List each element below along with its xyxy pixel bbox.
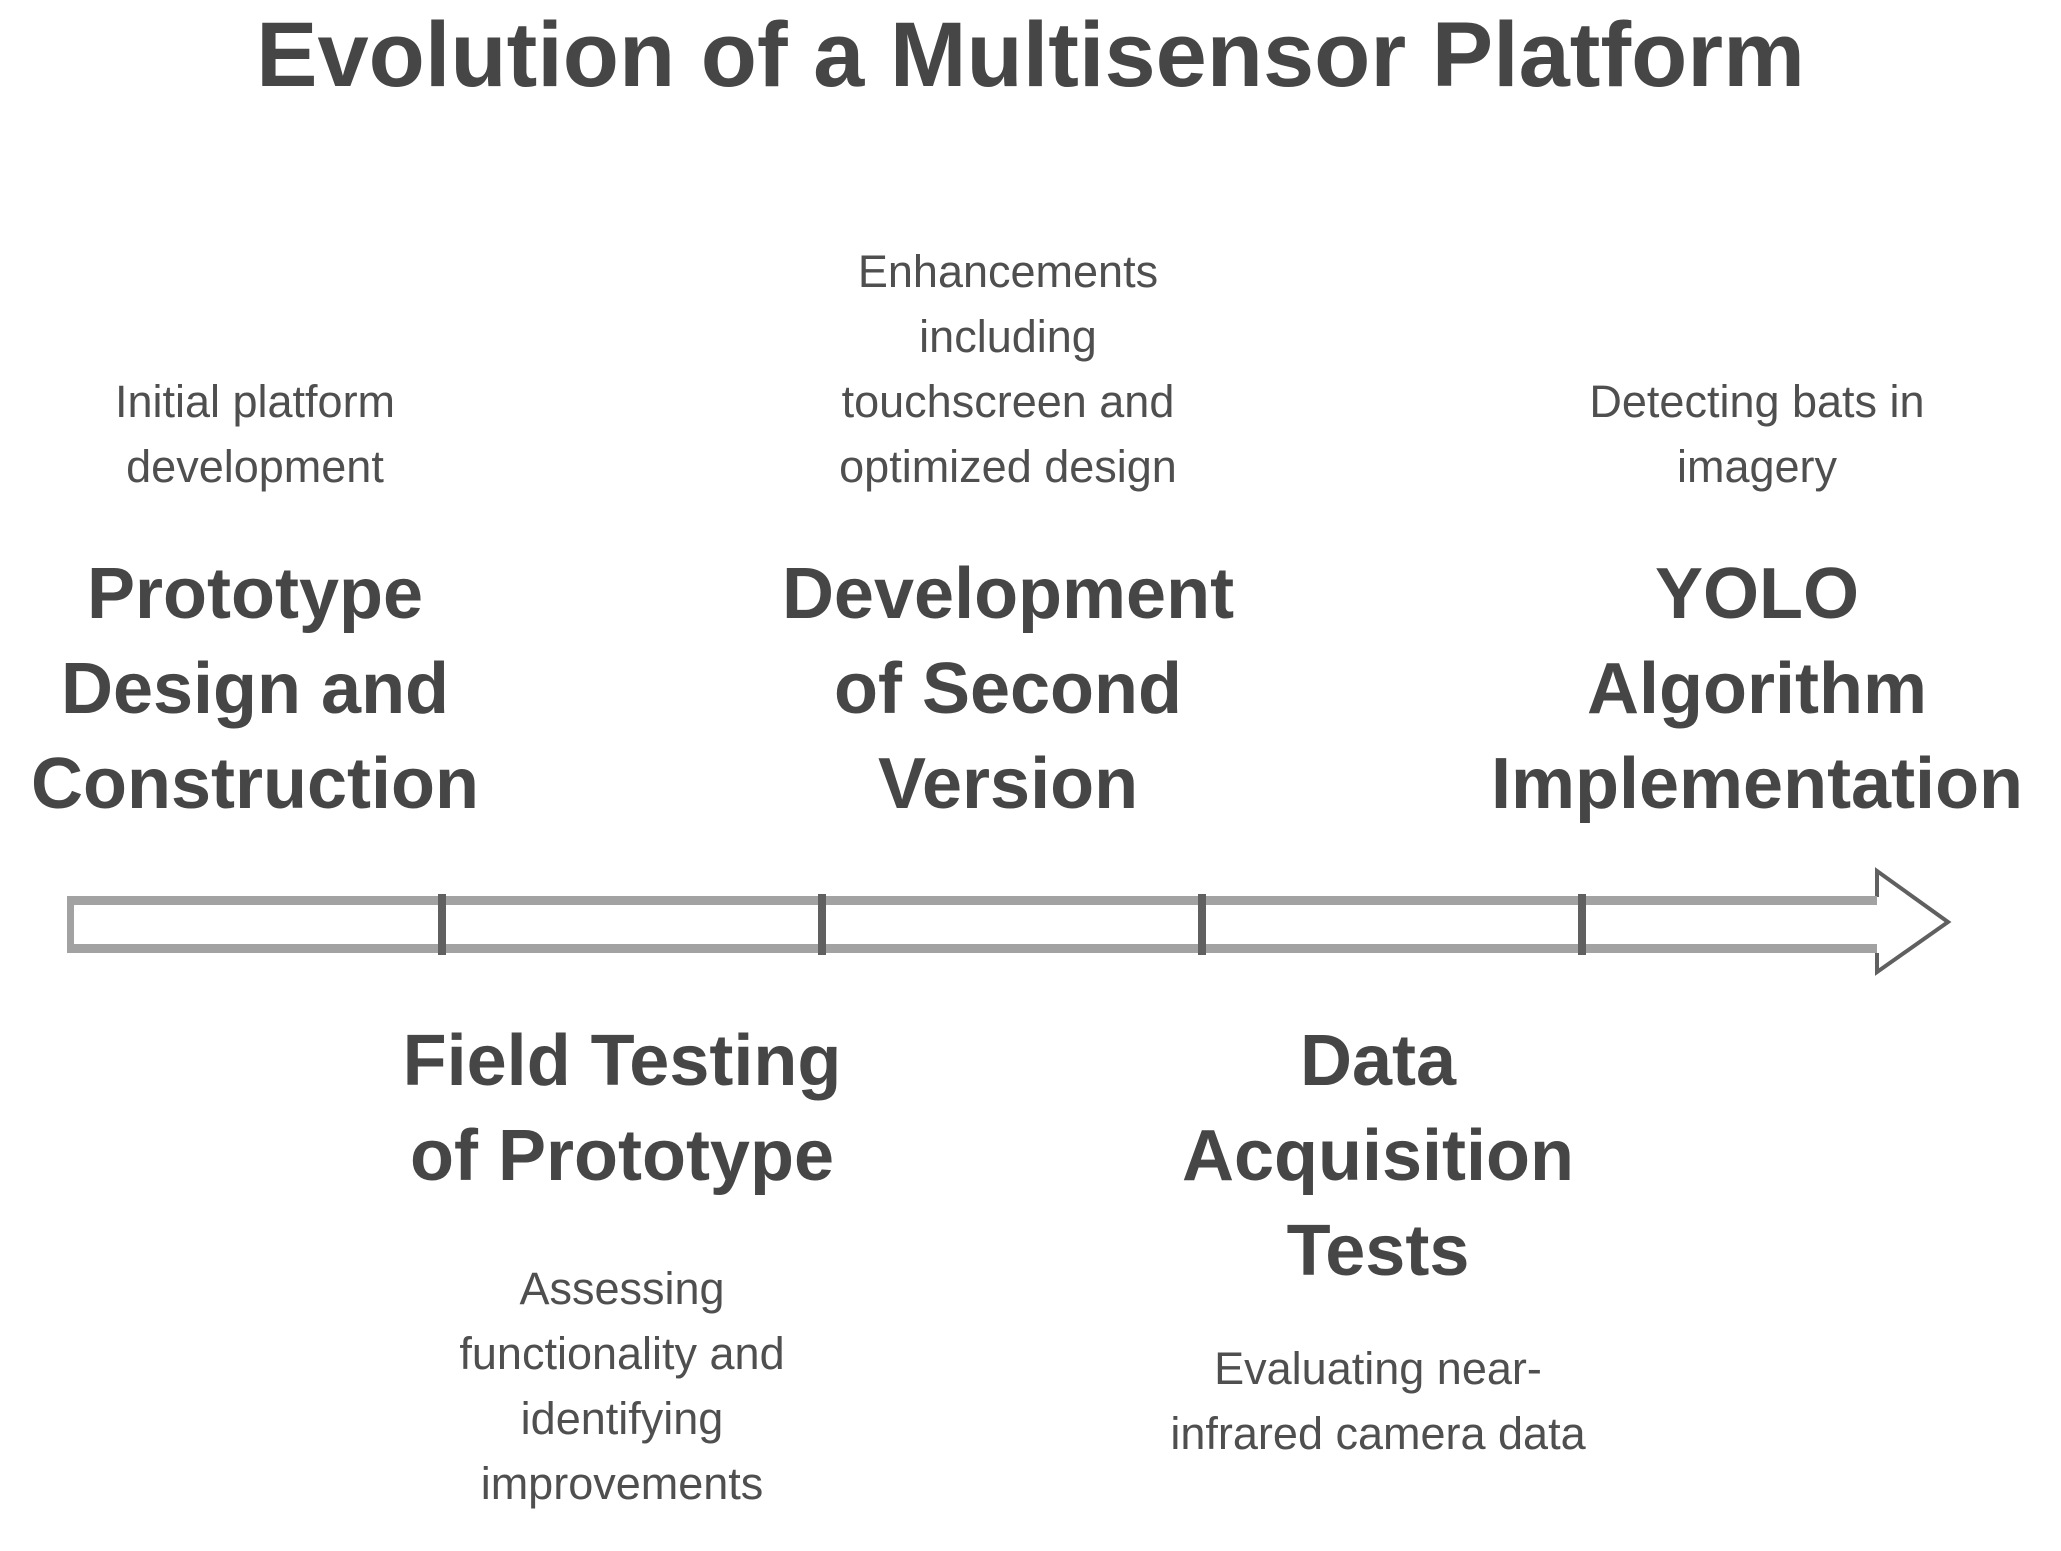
stage-2-description: Assessing functionality and identifying … [459, 1263, 785, 1509]
timeline-shaft-left-cap [67, 896, 74, 953]
timeline-divider-4 [1578, 894, 1586, 955]
timeline-arrowhead-icon [1875, 867, 1952, 976]
stage-4-description: Evaluating near- infrared camera data [1170, 1343, 1586, 1459]
stage-5-description: Detecting bats in imagery [1589, 376, 1925, 492]
timeline-shaft-top-edge [67, 896, 1877, 905]
stage-3-title: Development of Second Version [781, 554, 1235, 824]
stage-3-description: Enhancements including touchscreen and o… [839, 246, 1177, 492]
stage-1-description: Initial platform development [114, 376, 396, 492]
stage-4-title: Data Acquisition Tests [1182, 1021, 1574, 1291]
timeline-divider-1 [438, 894, 446, 955]
timeline-shaft-bottom-edge [67, 944, 1877, 953]
timeline-divider-2 [818, 894, 826, 955]
page-title: Evolution of a Multisensor Platform [256, 4, 1805, 106]
stage-2-title: Field Testing of Prototype [402, 1021, 842, 1196]
timeline-divider-3 [1198, 894, 1206, 955]
stage-1-title: Prototype Design and Construction [31, 554, 479, 824]
stage-5-title: YOLO Algorithm Implementation [1490, 554, 2024, 824]
